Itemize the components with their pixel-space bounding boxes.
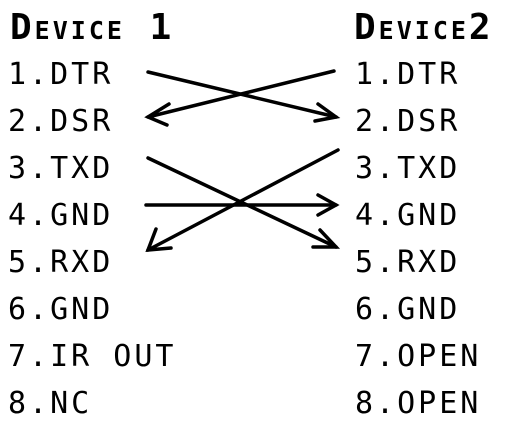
arrowhead-right-icon	[311, 228, 341, 249]
device-2-pin-2: 2.DSR	[355, 104, 461, 139]
device-1-pin-1: 1.DTR	[8, 57, 114, 92]
wire-dtr-to-dsr-return	[144, 69, 336, 127]
device-2-pin-7: 7.OPEN	[355, 339, 482, 374]
wire-gnd-to-gnd	[144, 193, 340, 217]
device-2-pin-1: 1.DTR	[355, 57, 461, 92]
connection-wires	[144, 69, 341, 252]
device-2-pin-3: 3.TXD	[355, 151, 461, 186]
device-1-pin-7: 7.IR OUT	[8, 339, 177, 374]
wiring-diagram: Device 1 Device2 1.DTR 2.DSR 3.TXD 4.GND…	[8, 7, 494, 421]
arrowhead-right-icon	[313, 102, 341, 123]
wire-dtr-to-dsr	[146, 70, 341, 123]
arrowhead-left-icon	[144, 102, 171, 127]
device-1-pin-4: 4.GND	[8, 198, 114, 233]
device-2-pin-list: 1.DTR 2.DSR 3.TXD 4.GND 5.RXD 6.GND 7.OP…	[355, 53, 524, 429]
device-2-heading: Device2	[354, 7, 494, 48]
device-1-pin-list: 1.DTR 2.DSR 3.TXD 4.GND 5.RXD 6.GND 7.IR…	[8, 53, 198, 429]
device-1-pin-6: 6.GND	[8, 292, 114, 327]
arrowhead-left-icon	[145, 227, 173, 252]
device-1-heading: Device 1	[10, 7, 175, 48]
device-1-pin-3: 3.TXD	[8, 151, 114, 186]
device-1-pin-2: 2.DSR	[8, 104, 114, 139]
device-1-pin-5: 5.RXD	[8, 245, 114, 280]
device-2-pin-6: 6.GND	[355, 292, 461, 327]
wire-txd-to-rxd-return	[145, 148, 340, 252]
device-2-pin-5: 5.RXD	[355, 245, 461, 280]
arrowhead-right-icon	[316, 193, 340, 217]
device-2-pin-4: 4.GND	[355, 198, 461, 233]
